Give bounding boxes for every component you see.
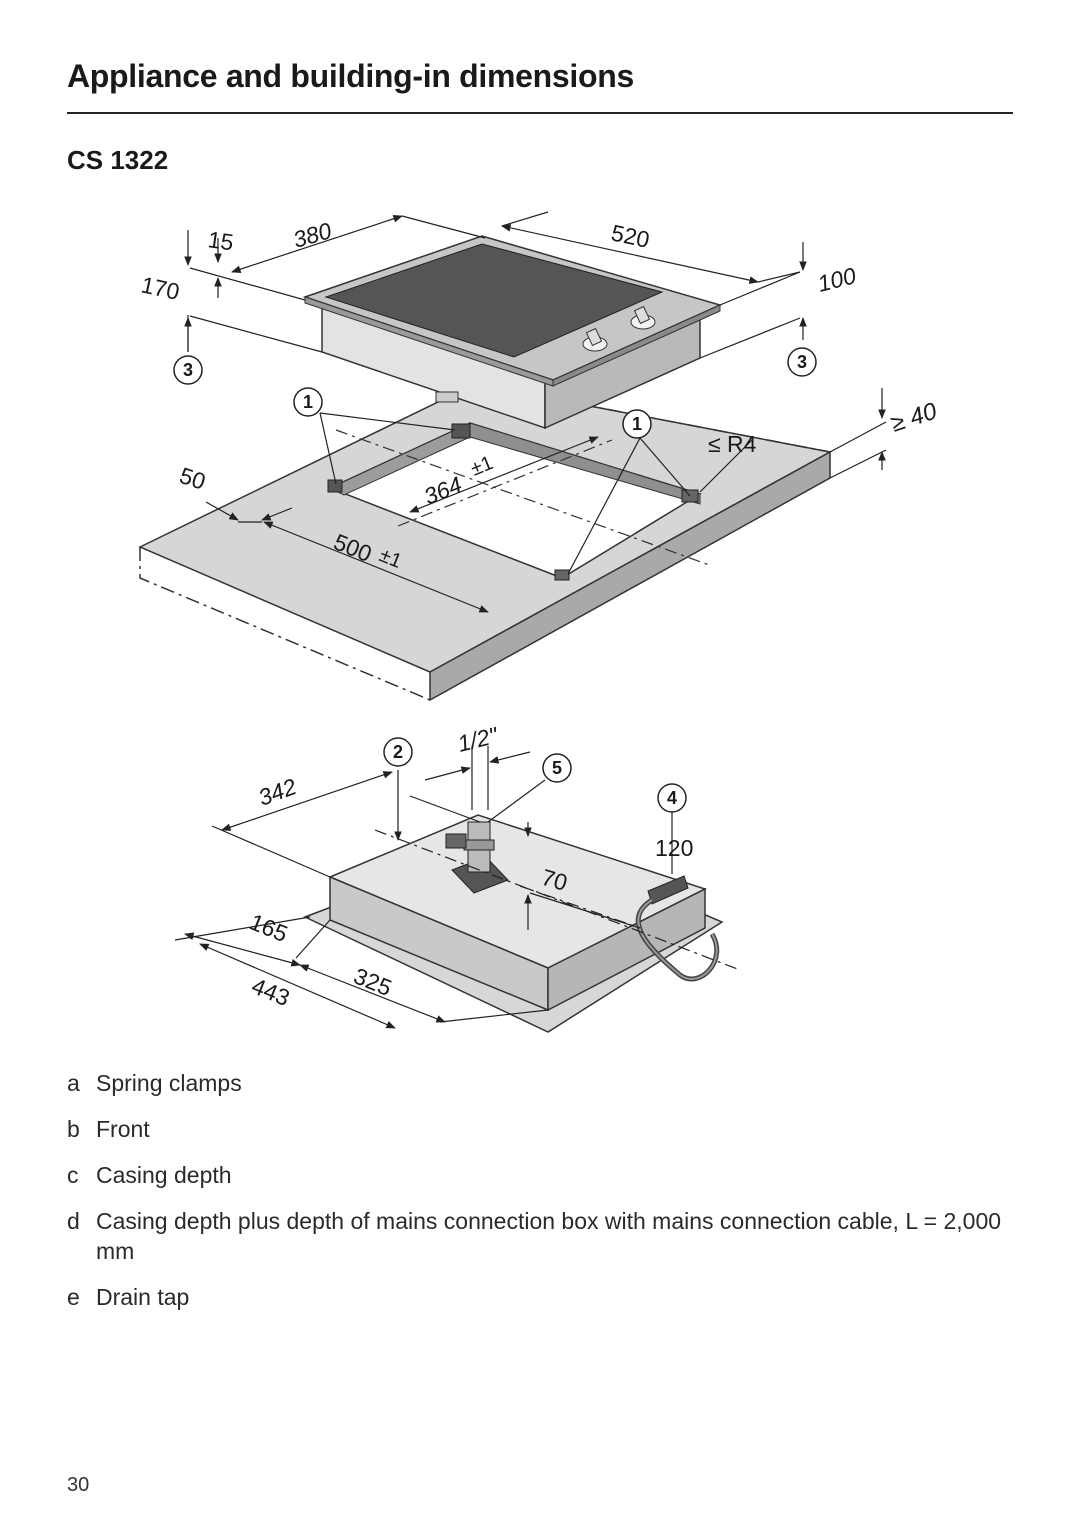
page-number: 30 <box>67 1474 90 1496</box>
dim-40: ≥ 40 <box>888 397 941 437</box>
svg-text:4: 4 <box>667 788 677 808</box>
dim-325: 325 <box>350 963 395 1001</box>
dimension-drawing: 15 170 380 520 100 ≥ 40 ≤ R4 50 364 ±1 5… <box>138 211 941 1033</box>
callout-3-left: 3 <box>173 355 203 385</box>
callout-1-right: 1 <box>622 409 652 439</box>
dim-342: 342 <box>255 773 300 811</box>
legend-item: a Spring clamps <box>67 1068 1027 1098</box>
dim-100: 100 <box>815 262 859 297</box>
dim-15: 15 <box>206 226 235 255</box>
legend-key: e <box>67 1284 80 1310</box>
hob-underside <box>303 814 724 1033</box>
svg-text:1: 1 <box>303 392 313 412</box>
svg-text:1: 1 <box>632 414 642 434</box>
callout-3-right: 3 <box>787 347 817 377</box>
svg-text:2: 2 <box>393 742 403 762</box>
svg-text:3: 3 <box>183 360 193 380</box>
callout-4: 4 <box>657 783 687 813</box>
svg-text:3: 3 <box>797 352 807 372</box>
dim-443: 443 <box>248 973 293 1011</box>
legend-item: b Front <box>67 1114 1027 1144</box>
legend-key: a <box>67 1070 80 1096</box>
dim-half-inch: 1/2" <box>455 721 502 756</box>
callouts: 3 3 1 1 2 5 4 <box>173 347 817 813</box>
legend-text: Casing depth plus depth of mains connect… <box>96 1208 1002 1264</box>
top-dimension-lines <box>184 211 887 613</box>
legend-key: c <box>67 1162 79 1188</box>
legend-text: Casing depth <box>96 1162 232 1188</box>
callout-1-left: 1 <box>293 387 323 417</box>
callout-2: 2 <box>383 737 413 767</box>
page-title: Appliance and building-in dimensions <box>67 58 634 94</box>
model-heading: CS 1322 <box>67 145 169 175</box>
hob-appliance <box>302 235 723 430</box>
legend-item: e Drain tap <box>67 1282 1027 1312</box>
legend-text: Front <box>96 1116 150 1142</box>
dim-120: 120 <box>655 835 693 861</box>
dim-165: 165 <box>246 909 291 947</box>
legend-key: d <box>67 1208 80 1234</box>
dim-50: 50 <box>176 462 208 495</box>
dim-170: 170 <box>139 271 182 304</box>
legend-item: d Casing depth plus depth of mains conne… <box>67 1206 1027 1266</box>
legend-item: c Casing depth <box>67 1160 1027 1190</box>
legend-list: a Spring clamps b Front c Casing depth d… <box>67 1068 1027 1328</box>
bottom-dimension-lines <box>174 746 741 1029</box>
dim-520: 520 <box>609 219 652 252</box>
legend-key: b <box>67 1116 80 1142</box>
dim-380: 380 <box>290 217 334 253</box>
title-rule <box>67 112 1013 114</box>
callout-5: 5 <box>542 753 572 783</box>
dim-radius: ≤ R4 <box>708 431 757 457</box>
legend-text: Spring clamps <box>96 1070 242 1096</box>
svg-text:5: 5 <box>552 758 562 778</box>
legend-text: Drain tap <box>96 1284 190 1310</box>
